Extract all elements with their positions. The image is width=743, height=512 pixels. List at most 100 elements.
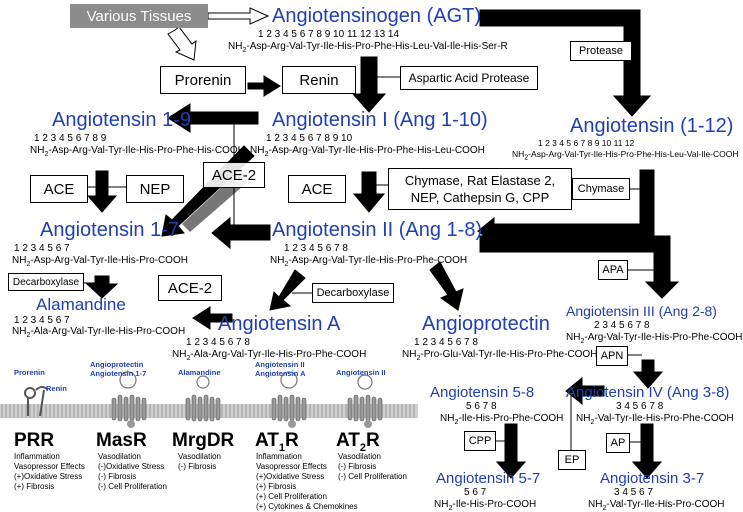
masr-effect: (-)Oxidative Stress [98,462,165,471]
at2r-name: AT2R [336,430,380,454]
ace-left-label: ACE [43,180,75,198]
masr-name: MasR [96,430,147,451]
ang5-7-name: Angiotensin 5-7 [436,470,541,487]
ang3-7-numbers: 3 4 5 6 7 [614,487,653,498]
ang5-7-numbers: 5 6 7 [464,487,487,498]
ang1-7-name: Angiotensin 1-7 [40,219,179,241]
chymase-group-line-2: NEP, Cathepsin G, CPP [410,190,550,205]
masr-effects: Vasodilation (-)Oxidative Stress (-) Fib… [98,452,167,492]
mrgdr-effects: Vasodilation (-) Fibrosis [178,452,221,472]
arrow-ang58-ang57 [495,423,527,479]
at1r-effect: Vasopressor Effects [256,462,327,471]
angA-name: Angiotensin A [218,313,341,335]
at2r-effect: (-) Cell Proliferation [338,472,407,481]
at2r-effect: (-) Fibrosis [338,462,377,471]
prr-effect: Vasopressor Effects [14,462,85,471]
at1r-ligand-1: Angiotensin II [255,360,305,369]
at1r-effect: (+) Cytokines & Chemokines [256,502,358,511]
ang1-9-numbers: 1 2 3 4 5 6 7 8 9 [34,133,107,144]
aspartic-acid-protease-box: Aspartic Acid Protease [400,66,538,90]
mrgdr-ligand: Alamandine [178,368,221,377]
ang5-8-sequence: NH2-Ile-His-Pro-Phe-COOH [440,413,564,427]
ang1-12-name: Angiotensin (1-12) [570,115,734,137]
ang1-10-name: Angiotensin I (Ang 1-10) [272,109,488,131]
agt-sequence: NH2-Asp-Arg-Val-Tyr-Ile-His-Pro-Phe-His-… [228,41,508,55]
arrow-ang2-ang17 [211,216,271,250]
hollow-arrow-tissue-prorenin [167,26,197,61]
ace-left-box: ACE [30,175,88,203]
at1r-effects: Inflammation Vasopressor Effects (+)Oxid… [256,452,358,512]
hollow-arrow-tissue-agt [207,7,270,25]
ang1-9-sequence: NH2-Asp-Arg-Val-Tyr-Ile-His-Pro-Phe-His-… [30,145,245,159]
ace2-low-box: ACE-2 [158,275,222,301]
arrow-ang4-ang37 [631,423,663,479]
agt-name: Angiotensinogen (AGT) [272,5,482,27]
receptor-at2r-shape [347,374,383,428]
arrow-agt-ang12 [479,9,652,117]
at1r-effect: (+) Fibrosis [256,482,297,491]
angA-sequence: NH2-Ala-Arg-Val-Tyr-Ile-His-Pro-Phe-COOH [172,349,367,363]
renin-box: Renin [282,66,356,94]
at1r-name: AT1R [255,430,299,454]
ang2-sequence: NH2-Asp-Arg-Val-Tyr-Ile-His-Pro-Phe-COOH [270,255,468,269]
masr-effect: (-) Fibrosis [98,472,137,481]
prr-effect: (+)Oxidative Stress [14,472,83,481]
angioprotectin-name: Angioprotectin [422,313,550,335]
apa-label: APA [602,264,624,276]
arrow-ang2-angioprotectin [429,261,464,311]
ang3-name: Angiotensin III (Ang 2-8) [566,303,717,319]
ace2-low-label: ACE-2 [167,279,213,297]
cpp-box: CPP [464,431,496,451]
ang4-sequence: NH2-Val-Tyr-Ile-His-Pro-Phe-COOH [576,413,734,427]
prr-ligand-renin: Renin [46,384,67,393]
aspartic-label: Aspartic Acid Protease [408,71,530,85]
angA-numbers: 1 2 3 4 5 6 7 8 [186,337,250,348]
ace-mid-box: ACE [288,175,346,203]
protease-label: Protease [578,45,624,57]
prr-ligand: Prorenin [14,368,45,377]
decarboxylase-mid-box: Decarboxylase [312,283,394,303]
ang2-name: Angiotensin II (Ang 1-8) [272,219,483,241]
angioprotectin-numbers: 1 2 3 4 5 6 7 8 [414,337,478,348]
decarboxylase-mid-label: Decarboxylase [316,287,390,299]
ang1-9-name: Angiotensin 1-9 [52,109,191,131]
ang1-10-numbers: 1 2 3 4 5 6 7 8 9 10 [266,133,353,144]
various-tissues-label: Various Tissues [86,7,192,25]
ang5-8-numbers: 5 6 7 8 [466,401,497,412]
mrgdr-name: MrgDR [172,430,235,451]
ace2-mid-box: ACE-2 [203,162,265,188]
ang4-name: Angiotensin IV (Ang 3-8) [566,384,730,401]
protease-box: Protease [570,41,632,61]
apn-box: APN [596,346,628,366]
ang3-7-sequence: NH2-Val-Tyr-Ile-His-Pro-COOH [588,499,725,512]
arrow-ang4-ang58 [565,376,605,406]
renin-label: Renin [299,71,339,89]
ap-box: AP [606,433,630,453]
ang5-8-name: Angiotensin 5-8 [430,384,535,401]
receptor-mrgdr-shape [185,375,221,422]
at1r-sub: 1 [278,441,286,454]
at1r-effect: (+) Cell Proliferation [256,492,327,501]
chymase-group-line-1: Chymase, Rat Elastase 2, [404,173,556,188]
various-tissues-box: Various Tissues [70,4,208,28]
mrgdr-effect: Vasodilation [178,452,221,461]
prr-name: PRR [14,430,55,451]
at2r-suffix: R [366,430,380,451]
at2r-effects: Vasodilation (-) Fibrosis (-) Cell Proli… [338,452,407,482]
ang3-numbers: 2 3 4 5 6 7 8 [594,320,650,331]
at1r-effect: Inflammation [256,452,302,461]
ang3-7-name: Angiotensin 3-7 [600,470,705,487]
ace-mid-label: ACE [301,180,333,198]
arrow-ang3-ang4 [632,359,664,389]
at1r-name-text: AT [255,430,279,451]
ang5-7-sequence: NH2-Ile-His-Pro-COOH [434,499,537,512]
chymase-label: Chymase [577,183,625,195]
ang2-numbers: 1 2 3 4 5 6 7 8 [284,243,348,254]
alamandine-numbers: 1 2 3 4 5 6 7 [14,315,70,326]
nep-box: NEP [126,175,184,203]
arrow-agt-ang1 [351,56,387,113]
agt-numbers: 1 2 3 4 5 6 7 8 9 10 11 12 13 14 [258,29,400,40]
decarboxylase-left-box: Decarboxylase [8,273,84,291]
ang1-7-numbers: 1 2 3 4 5 6 7 [14,243,70,254]
arrow-ang1-ang2 [352,171,386,213]
